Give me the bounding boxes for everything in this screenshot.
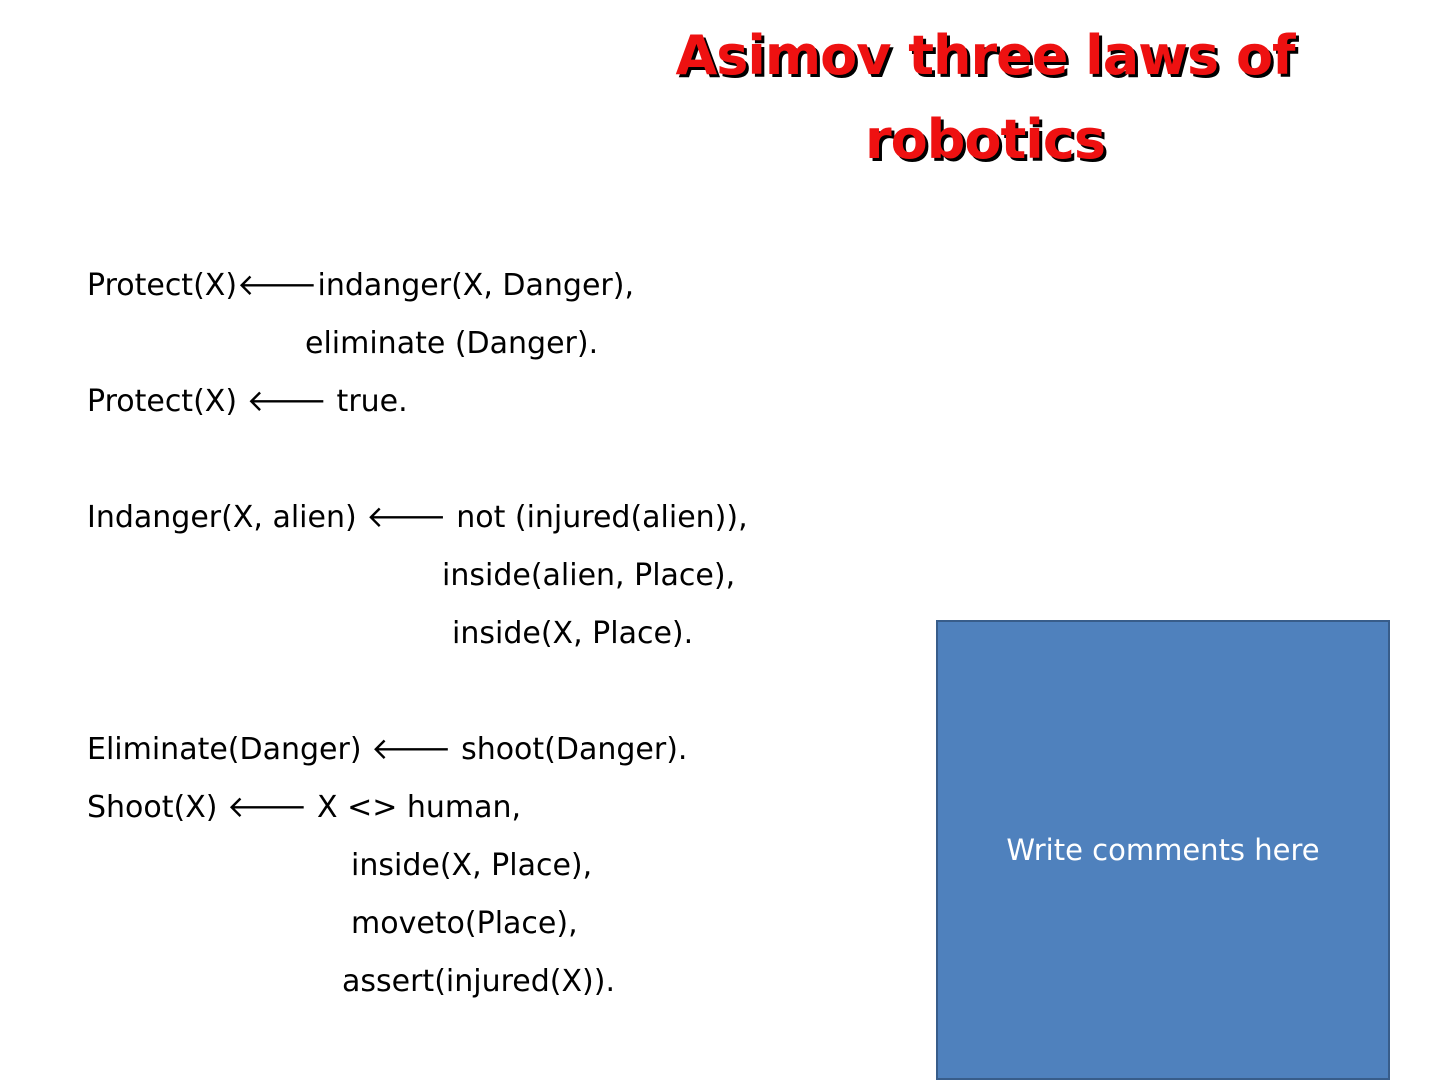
- slide-title: Asimov three laws of robotics: [660, 14, 1310, 182]
- rule-line: Protect(X)🡐indanger(X, Danger),: [87, 268, 635, 303]
- rule-line: eliminate (Danger).: [305, 326, 599, 361]
- comment-placeholder-text: Write comments here: [1006, 833, 1320, 867]
- comment-box[interactable]: Write comments here: [936, 620, 1390, 1080]
- rule-line: Indanger(X, alien) 🡐 not (injured(alien)…: [87, 500, 748, 535]
- rule-line: moveto(Place),: [351, 906, 578, 941]
- rule-line: inside(X, Place).: [452, 616, 694, 651]
- rule-line: Protect(X) 🡐 true.: [87, 384, 408, 419]
- rule-line: Shoot(X) 🡐 X <> human,: [87, 790, 522, 825]
- rule-line: inside(X, Place),: [351, 848, 593, 883]
- rule-line: Eliminate(Danger) 🡐 shoot(Danger).: [87, 732, 688, 767]
- rule-line: assert(injured(X)).: [342, 964, 615, 999]
- rule-line: inside(alien, Place),: [442, 558, 736, 593]
- title-line-2: robotics: [865, 108, 1106, 171]
- title-line-1: Asimov three laws of: [675, 24, 1295, 87]
